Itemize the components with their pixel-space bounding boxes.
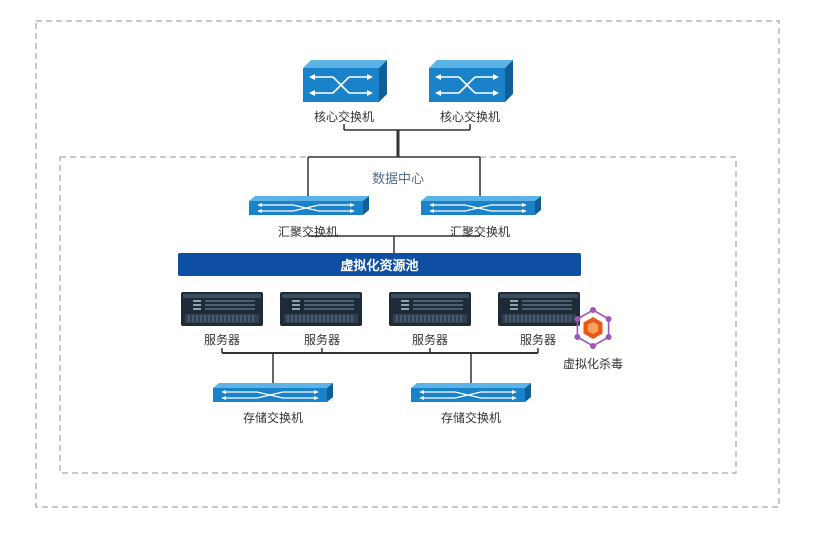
outer-boundary — [35, 20, 780, 508]
server-label-3: 服务器 — [411, 333, 449, 347]
server-label-1: 服务器 — [203, 333, 241, 347]
antivirus-label: 虚拟化杀毒 — [562, 357, 624, 371]
core-switch-icon-1 — [302, 59, 388, 103]
connection-lines — [221, 124, 539, 383]
server-label-4: 服务器 — [519, 333, 557, 347]
server-icon-4 — [497, 291, 581, 327]
storage-switch-icon-1 — [212, 382, 334, 403]
aggregation-switch-label-1: 汇聚交换机 — [277, 225, 339, 239]
datacenter-title: 数据中心 — [371, 172, 425, 187]
core-switch-icon-2 — [428, 59, 514, 103]
aggregation-switch-label-2: 汇聚交换机 — [449, 225, 511, 239]
server-label-2: 服务器 — [303, 333, 341, 347]
server-icon-1 — [180, 291, 264, 327]
core-switch-label-2: 核心交换机 — [439, 110, 501, 124]
storage-switch-label-2: 存储交换机 — [440, 411, 502, 425]
server-icon-3 — [388, 291, 472, 327]
aggregation-switch-icon-2 — [420, 195, 542, 216]
datacenter-boundary — [59, 156, 737, 474]
antivirus-icon — [574, 307, 612, 349]
storage-switch-label-1: 存储交换机 — [242, 411, 304, 425]
server-icon-2 — [279, 291, 363, 327]
core-switch-label-1: 核心交换机 — [313, 110, 375, 124]
aggregation-switch-icon-1 — [248, 195, 370, 216]
resource-pool-bar: 虚拟化资源池 — [178, 253, 581, 276]
storage-switch-icon-2 — [410, 382, 532, 403]
